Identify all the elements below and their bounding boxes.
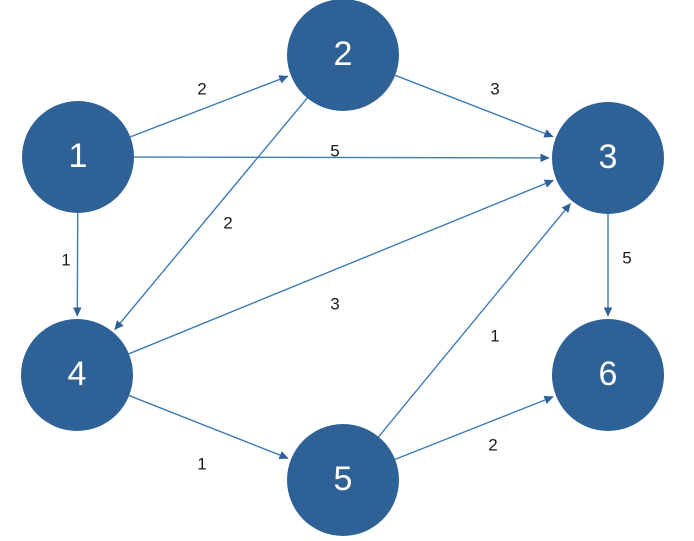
- node-circle-3[interactable]: [552, 102, 664, 214]
- edge-weights-layer: 2 3 5 2 1 3 5 1 1 2: [61, 79, 631, 473]
- node-label-5: 5: [334, 460, 353, 498]
- edge-2-to-3: [394, 74, 554, 138]
- node-label-3: 3: [599, 138, 618, 176]
- edge-weight-1-to-4: 1: [61, 250, 70, 269]
- node-label-1: 1: [69, 137, 88, 175]
- node-4[interactable]: 4: [21, 319, 133, 431]
- node-circle-5[interactable]: [287, 424, 399, 536]
- edge-5-to-3: [378, 203, 572, 438]
- edge-1-to-2: [130, 75, 289, 138]
- edge-5-to-6: [394, 395, 554, 461]
- edge-2-to-4: [114, 97, 308, 331]
- edge-weight-1-to-2: 2: [197, 79, 206, 98]
- node-3[interactable]: 3: [552, 102, 664, 214]
- node-circle-2[interactable]: [287, 0, 399, 111]
- nodes-layer: 1 2 3 4 5 6: [21, 0, 664, 536]
- edge-weight-1-to-3: 5: [330, 141, 339, 160]
- node-6[interactable]: 6: [552, 319, 664, 431]
- edge-weight-2-to-3: 3: [490, 79, 499, 98]
- node-label-4: 4: [68, 355, 87, 393]
- edge-weight-4-to-3: 3: [330, 294, 339, 313]
- edge-4-to-3: [128, 179, 554, 355]
- node-circle-6[interactable]: [552, 319, 664, 431]
- edge-4-to-5: [128, 394, 289, 460]
- node-1[interactable]: 1: [22, 101, 134, 213]
- node-label-2: 2: [334, 35, 353, 73]
- edge-1-to-3: [133, 153, 550, 163]
- node-circle-1[interactable]: [22, 101, 134, 213]
- edge-weight-2-to-4: 2: [223, 213, 232, 232]
- node-label-6: 6: [599, 355, 618, 393]
- edges-layer: [72, 74, 613, 461]
- edge-weight-3-to-6: 5: [622, 248, 631, 267]
- edge-weight-5-to-3: 1: [490, 326, 499, 345]
- node-2[interactable]: 2: [287, 0, 399, 111]
- node-5[interactable]: 5: [287, 424, 399, 536]
- edge-weight-4-to-5: 1: [197, 454, 206, 473]
- node-circle-4[interactable]: [21, 319, 133, 431]
- edge-weight-5-to-6: 2: [488, 435, 497, 454]
